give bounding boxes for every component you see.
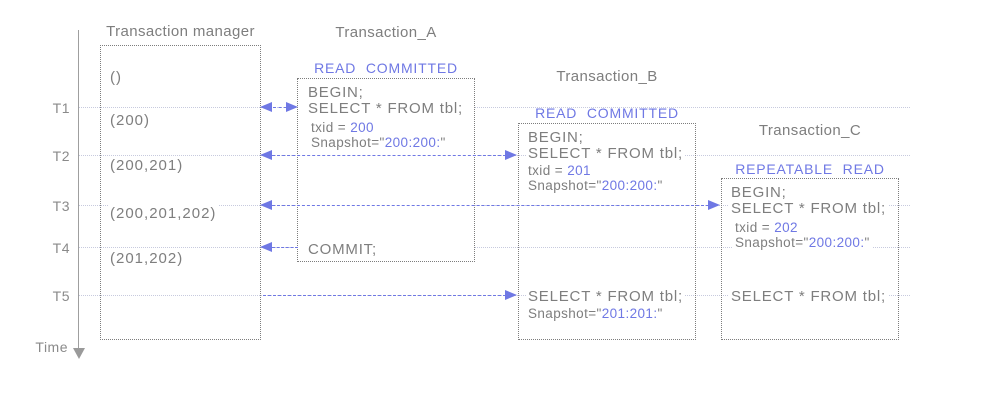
tx-a-begin-statement: BEGIN; <box>306 84 366 101</box>
tx-c-txid-label: txid = <box>735 220 775 235</box>
tx-c-snapshot-line: Snapshot="200:200:" <box>733 235 872 250</box>
time-axis-arrow-icon <box>73 348 85 359</box>
arrow-t3-right-head-icon <box>708 200 720 210</box>
manager-state-4: (201,202) <box>108 250 186 267</box>
tx-b-select2-statement: SELECT * FROM tbl; <box>526 288 685 305</box>
tx-b-snapshot2-line: Snapshot="201:201:" <box>526 306 665 321</box>
tick-t1: T1 <box>52 100 70 116</box>
tx-c-select2-statement: SELECT * FROM tbl; <box>729 288 888 305</box>
tx-c-begin-statement: BEGIN; <box>729 184 789 201</box>
tick-t4: T4 <box>52 240 70 256</box>
arrow-t2-left-head-icon <box>260 150 272 160</box>
arrow-t3-line <box>272 205 709 206</box>
tick-t3: T3 <box>52 198 70 214</box>
tx-c-txid-value: 202 <box>774 220 798 235</box>
arrow-t5-line <box>263 295 506 296</box>
tx-c-select-statement: SELECT * FROM tbl; <box>729 200 888 217</box>
tx-c-snapshot-value: 200:200: <box>808 235 865 250</box>
tx-b-snapshot-value: 200:200: <box>601 178 658 193</box>
tick-t2: T2 <box>52 148 70 164</box>
transaction-manager-title: Transaction manager <box>106 23 255 40</box>
tx-a-snapshot-close: " <box>440 135 446 150</box>
tx-b-begin-statement: BEGIN; <box>526 129 586 146</box>
tx-a-txid-value: 200 <box>350 120 374 135</box>
tx-c-snapshot-label: Snapshot=" <box>735 235 809 250</box>
transaction-b-title: Transaction_B <box>556 68 658 85</box>
arrow-t4-line <box>272 247 298 248</box>
tx-b-select-statement: SELECT * FROM tbl; <box>526 145 685 162</box>
tx-b-txid-line: txid = 201 <box>526 163 593 178</box>
tx-b-snapshot2-close: " <box>657 306 663 321</box>
manager-state-3: (200,201,202) <box>108 205 219 222</box>
tx-a-select-statement: SELECT * FROM tbl; <box>306 100 465 117</box>
arrow-t2-right-head-icon <box>505 150 517 160</box>
transaction-c-title: Transaction_C <box>758 122 862 139</box>
arrow-t5-right-head-icon <box>505 290 517 300</box>
tx-c-txid-line: txid = 202 <box>733 220 800 235</box>
row-line-t1 <box>78 107 910 108</box>
time-axis-label: Time <box>35 339 68 355</box>
tx-c-snapshot-close: " <box>864 235 870 250</box>
tx-a-snapshot-line: Snapshot="200:200:" <box>309 135 448 150</box>
manager-state-2: (200,201) <box>108 157 186 174</box>
arrow-t2-line <box>272 155 506 156</box>
manager-state-1: (200) <box>108 112 153 129</box>
tx-a-snapshot-value: 200:200: <box>384 135 441 150</box>
tick-t5: T5 <box>52 288 70 304</box>
arrow-t4-left-head-icon <box>260 242 272 252</box>
tx-b-txid-value: 201 <box>567 163 591 178</box>
tx-a-txid-line: txid = 200 <box>309 120 376 135</box>
time-axis-line <box>78 30 79 348</box>
tx-b-snapshot-close: " <box>657 178 663 193</box>
transaction-b-box <box>518 123 696 340</box>
tx-b-txid-label: txid = <box>528 163 568 178</box>
manager-state-0: () <box>108 69 124 86</box>
tx-b-snapshot-line: Snapshot="200:200:" <box>526 178 665 193</box>
transaction-c-box <box>721 178 899 340</box>
arrow-t1-right-head-icon <box>286 102 298 112</box>
row-line-t4 <box>78 247 910 248</box>
tx-b-snapshot2-label: Snapshot=" <box>528 306 602 321</box>
tx-b-snapshot2-value: 201:201: <box>601 306 658 321</box>
tx-b-snapshot-label: Snapshot=" <box>528 178 602 193</box>
tx-a-snapshot-label: Snapshot=" <box>311 135 385 150</box>
arrow-t3-left-head-icon <box>260 200 272 210</box>
transaction-a-isolation-label: READ COMMITTED <box>314 60 458 76</box>
transaction-manager-box <box>100 45 261 340</box>
transaction-b-isolation-label: READ COMMITTED <box>535 105 679 121</box>
tx-a-txid-label: txid = <box>311 120 351 135</box>
transaction-a-title: Transaction_A <box>335 24 437 41</box>
transaction-c-isolation-label: REPEATABLE READ <box>735 161 885 177</box>
arrow-t1-left-head-icon <box>260 102 272 112</box>
tx-a-commit-statement: COMMIT; <box>306 241 379 258</box>
arrow-t1-line <box>273 107 287 108</box>
